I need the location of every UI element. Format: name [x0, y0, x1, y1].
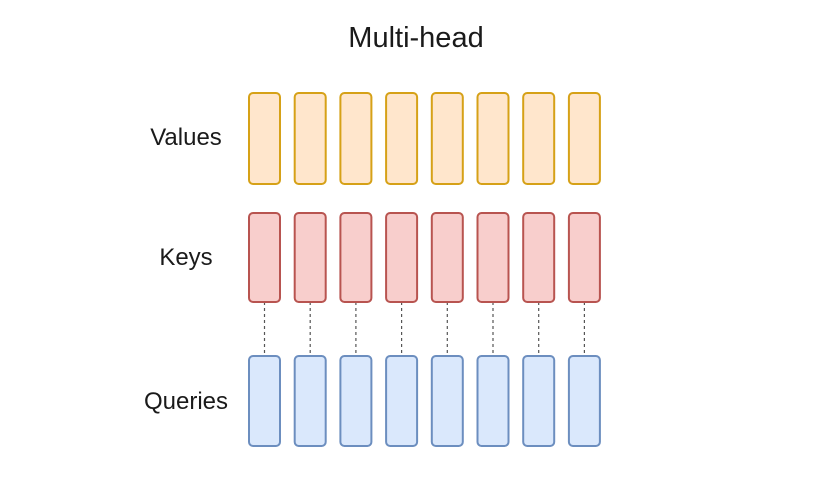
key-head-7: [522, 212, 556, 303]
key-head-8: [567, 212, 601, 303]
value-head-3: [339, 92, 373, 185]
queries-row: [248, 355, 601, 447]
diagram-title: Multi-head: [348, 22, 483, 54]
value-head-8: [567, 92, 601, 185]
key-query-connectors: [263, 302, 586, 356]
value-head-5: [430, 92, 464, 185]
value-head-4: [385, 92, 419, 185]
value-head-7: [522, 92, 556, 185]
values-row: [248, 92, 601, 185]
query-head-6: [476, 355, 510, 447]
keys-row: [248, 212, 601, 303]
value-head-2: [293, 92, 327, 185]
key-head-4: [385, 212, 419, 303]
query-head-3: [339, 355, 373, 447]
query-head-5: [430, 355, 464, 447]
query-head-2: [293, 355, 327, 447]
value-head-1: [248, 92, 281, 185]
values-label: Values: [150, 124, 222, 151]
query-head-8: [567, 355, 601, 447]
key-head-1: [248, 212, 281, 303]
value-head-6: [476, 92, 510, 185]
query-head-4: [385, 355, 419, 447]
key-head-6: [476, 212, 510, 303]
key-head-3: [339, 212, 373, 303]
queries-label: Queries: [144, 388, 228, 415]
query-head-1: [248, 355, 281, 447]
key-head-5: [430, 212, 464, 303]
query-head-7: [522, 355, 556, 447]
keys-label: Keys: [159, 244, 212, 271]
key-head-2: [293, 212, 327, 303]
